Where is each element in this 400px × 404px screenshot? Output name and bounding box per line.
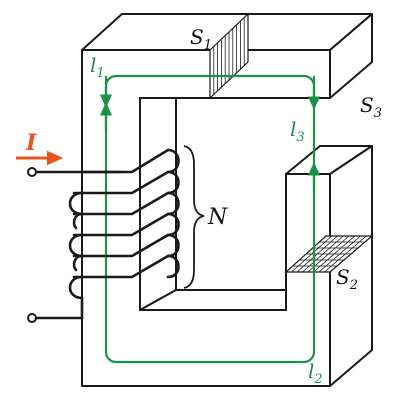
hatch-line bbox=[291, 235, 333, 273]
label-current: I bbox=[25, 130, 37, 156]
flux-path-l2-loop bbox=[104, 74, 316, 364]
hatch-line bbox=[318, 235, 361, 273]
window-inner-side-face bbox=[139, 97, 177, 311]
label-turns: N bbox=[207, 205, 228, 230]
hatch-line bbox=[302, 235, 344, 273]
hatch-line bbox=[313, 235, 356, 273]
terminal-in bbox=[27, 167, 37, 177]
core-front-face bbox=[81, 49, 331, 387]
labels: I N S1 S3 S2 l1 l3 l2 bbox=[25, 25, 382, 387]
label-s2: S2 bbox=[336, 265, 358, 293]
label-l1: l1 bbox=[90, 53, 105, 81]
label-l2: l2 bbox=[308, 359, 323, 387]
hatch-line bbox=[324, 235, 367, 273]
terminal-out bbox=[27, 313, 37, 323]
label-s3: S3 bbox=[360, 93, 382, 121]
coil-lead-out bbox=[32, 296, 84, 320]
cross-section-s2 bbox=[284, 235, 374, 273]
hatch-line bbox=[296, 235, 338, 273]
label-s1: S1 bbox=[190, 25, 212, 53]
coil-winding bbox=[32, 148, 180, 320]
turns-brace bbox=[183, 145, 205, 289]
flux-paths bbox=[99, 74, 321, 364]
window-inner-bottom-face bbox=[139, 289, 287, 311]
right-leg-side-face bbox=[329, 145, 373, 387]
label-l3: l3 bbox=[290, 117, 305, 145]
